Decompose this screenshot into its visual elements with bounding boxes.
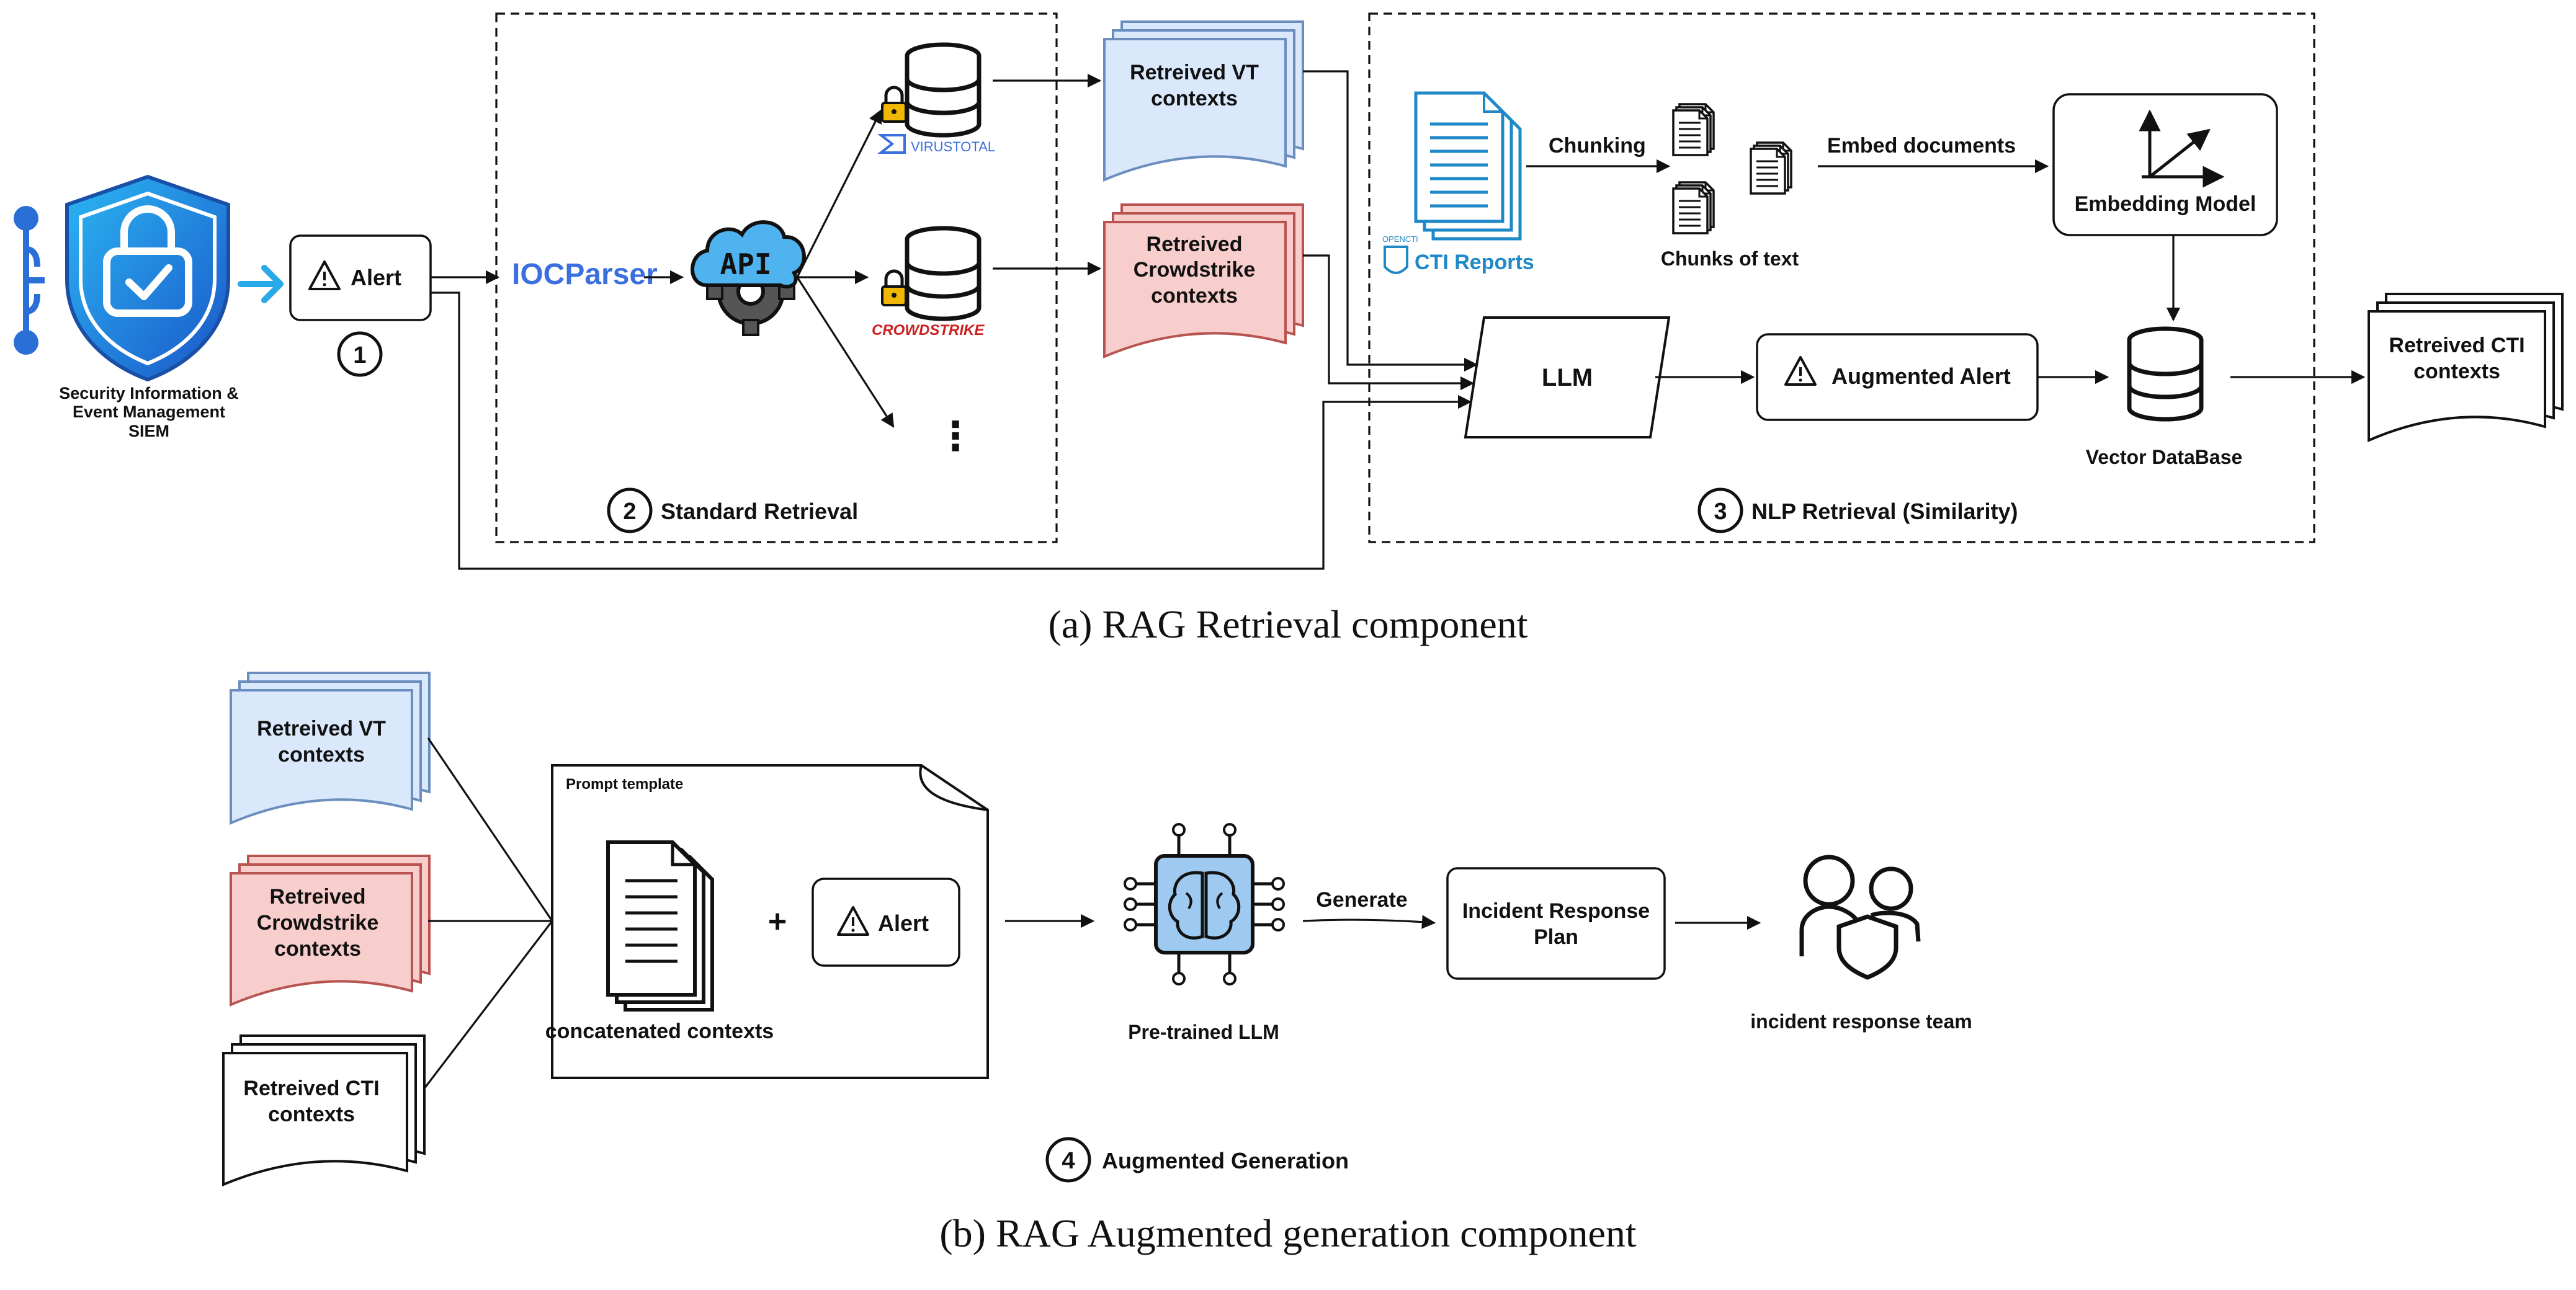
siem-label-line1: Security Information & [59, 384, 239, 403]
api-cloud-icon: API [691, 220, 806, 336]
crowdstrike-contexts-b-line3: contexts [274, 937, 361, 961]
connectors-b [423, 737, 1761, 1089]
llm-box: LLM [1464, 316, 1671, 438]
prompt-template-label: Prompt template [566, 776, 683, 793]
cti-contexts-doc-a [2368, 293, 2564, 443]
irp-line2: Plan [1534, 925, 1578, 949]
augmented-alert-box: Augmented Alert [1756, 333, 2039, 421]
crowdstrike-contexts-doc [1103, 203, 1304, 359]
alert-label: Alert [351, 265, 401, 290]
chunking-label: Chunking [1549, 134, 1646, 158]
cti-contexts-doc-b [222, 1034, 426, 1187]
virustotal-database-icon: VIRUSTOTAL [877, 45, 995, 154]
step-2-badge: 2 [607, 487, 653, 533]
pretrained-llm-label: Pre-trained LLM [1128, 1021, 1279, 1043]
concatenated-contexts-label: concatenated contexts [545, 1020, 774, 1043]
siem-label-line2: Event Management [73, 403, 225, 421]
incident-response-team-icon [1799, 855, 1921, 980]
connectors-a [431, 70, 2366, 570]
vt-contexts-line1: Retreived VT [1130, 61, 1259, 84]
virustotal-label: VIRUSTOTAL [911, 139, 995, 154]
crowdstrike-contexts-b-line1: Retreived [270, 885, 366, 909]
vt-contexts-b-line1: Retreived VT [257, 717, 386, 741]
siem-label-line3: SIEM [128, 422, 169, 440]
opencti-small-label: OPENCTI [1382, 234, 1418, 244]
caption-b: (b) RAG Augmented generation component [939, 1211, 1637, 1255]
chunks-of-text-icon [1673, 104, 1791, 233]
crowdstrike-contexts-line2: Crowdstrike [1134, 258, 1256, 282]
vector-database-icon [2129, 329, 2201, 419]
chunks-of-text-label: Chunks of text [1661, 247, 1799, 270]
alert-box-b: Alert [812, 878, 960, 967]
concatenated-contexts-icon [606, 840, 714, 1012]
vector-database-label: Vector DataBase [2086, 446, 2243, 468]
plus-sign: + [768, 904, 787, 940]
svg-text:3: 3 [1714, 499, 1727, 525]
cti-reports-label: CTI Reports [1415, 251, 1534, 274]
nlp-retrieval-region [1368, 12, 2315, 543]
vt-contexts-doc [1103, 20, 1304, 182]
nlp-retrieval-label: NLP Retrieval (Similarity) [1751, 499, 2018, 524]
generate-label: Generate [1316, 888, 1407, 912]
standard-retrieval-label: Standard Retrieval [661, 499, 858, 524]
crowdstrike-label: CROWDSTRIKE [872, 322, 985, 339]
caption-a: (a) RAG Retrieval component [1048, 602, 1527, 646]
embedding-model-label: Embedding Model [2075, 192, 2256, 216]
vt-contexts-b-line2: contexts [278, 743, 365, 767]
cti-contexts-a-line2: contexts [2413, 360, 2500, 383]
alert-box: Alert [289, 234, 432, 321]
pretrained-llm-brain-icon [1124, 823, 1285, 985]
incident-response-plan-box: Incident Response Plan [1446, 867, 1666, 980]
iocparser-label: IOCParser [512, 258, 658, 291]
embedding-model-box: Embedding Model [2052, 93, 2278, 236]
vt-contexts-line2: contexts [1151, 87, 1238, 110]
crowdstrike-database-icon: CROWDSTRIKE [872, 228, 985, 339]
more-sources-ellipsis: ⋮ [936, 414, 975, 460]
cti-reports-icon [1384, 91, 1522, 274]
svg-text:4: 4 [1062, 1148, 1075, 1174]
augmented-generation-label: Augmented Generation [1102, 1148, 1349, 1173]
augmented-alert-label: Augmented Alert [1831, 363, 2011, 389]
cti-contexts-b-line1: Retreived CTI [243, 1077, 379, 1100]
cti-contexts-a-line1: Retreived CTI [2389, 334, 2525, 357]
vt-contexts-doc-b [230, 672, 431, 825]
embed-documents-label: Embed documents [1827, 134, 2016, 158]
crowdstrike-contexts-doc-b [230, 855, 431, 1007]
crowdstrike-contexts-line3: contexts [1151, 284, 1238, 308]
llm-label: LLM [1542, 364, 1593, 391]
siem-shield-icon [14, 174, 284, 382]
svg-text:1: 1 [353, 342, 366, 368]
crowdstrike-contexts-line1: Retreived [1147, 233, 1243, 256]
step-4-badge: 4 [1045, 1137, 1091, 1183]
irp-line1: Incident Response [1462, 899, 1650, 923]
alert-b-label: Alert [878, 910, 929, 936]
step-3-badge: 3 [1697, 487, 1743, 533]
svg-text:2: 2 [623, 499, 636, 525]
crowdstrike-contexts-b-line2: Crowdstrike [257, 911, 379, 935]
step-1-badge: 1 [337, 331, 383, 377]
cti-contexts-b-line2: contexts [268, 1103, 355, 1126]
incident-response-team-label: incident response team [1750, 1010, 1972, 1033]
api-label: API [720, 247, 771, 281]
